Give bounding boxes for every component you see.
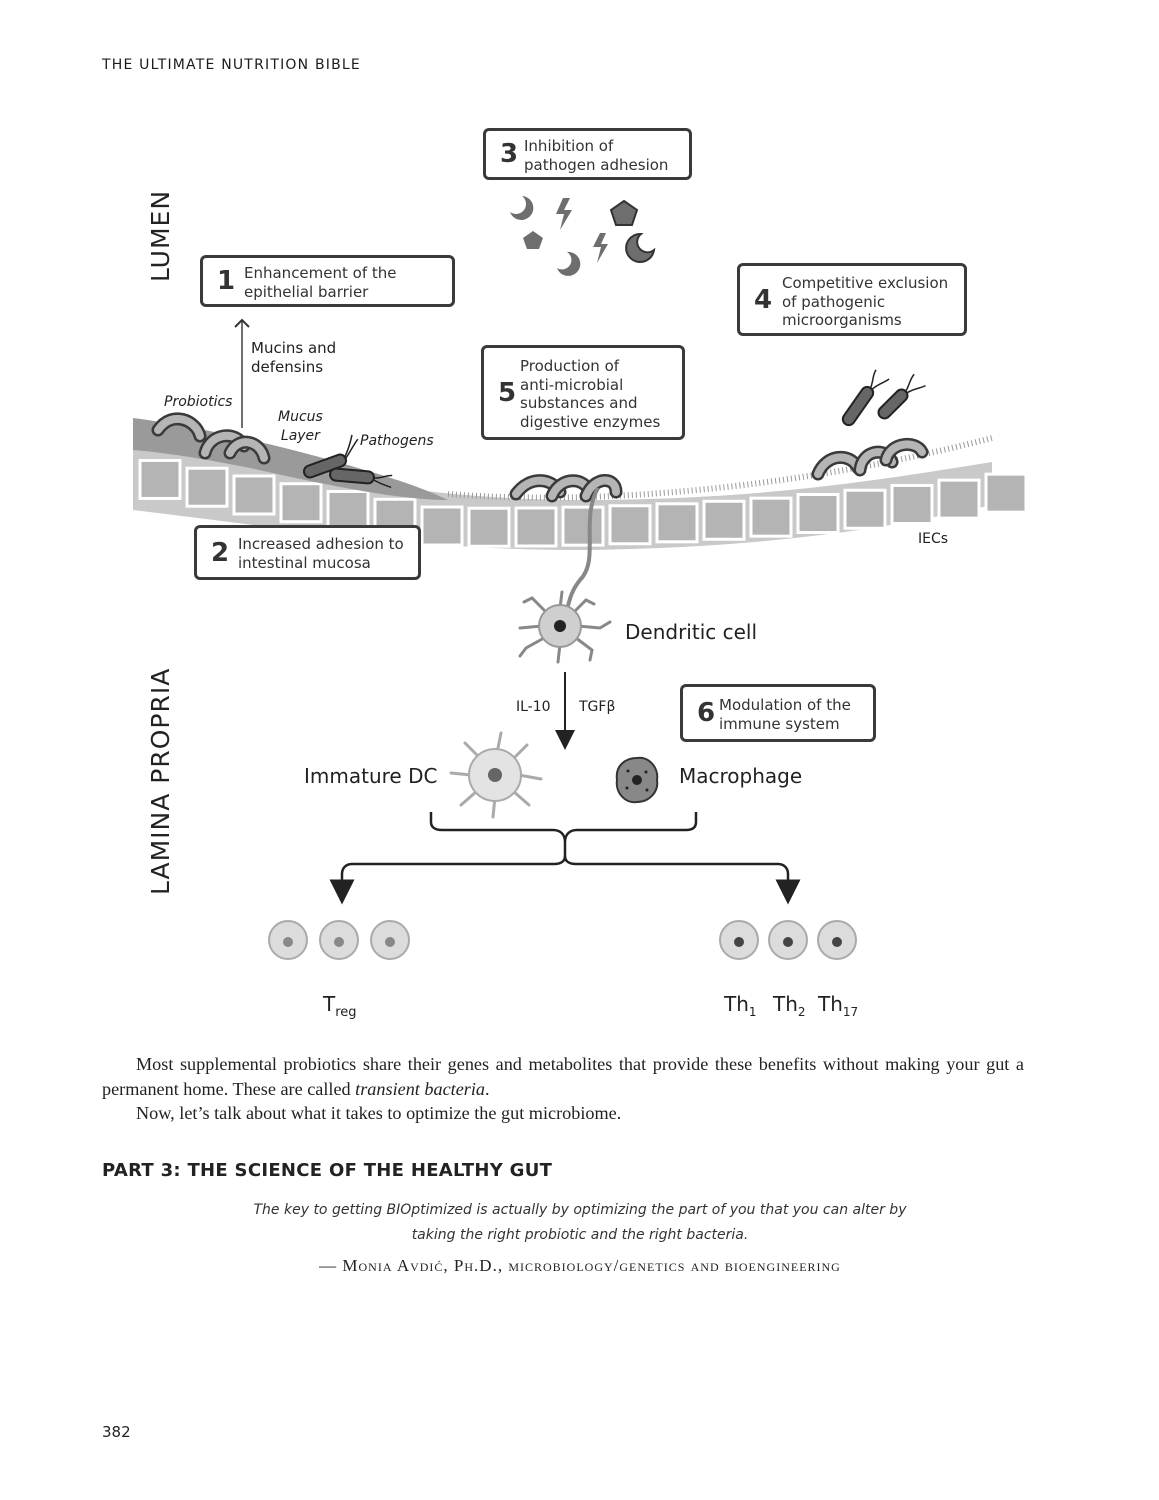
t-cells	[268, 920, 857, 960]
lineage-bracket	[329, 812, 801, 905]
box-5-text: Production of anti-microbial substances …	[520, 357, 661, 431]
dendritic-cell-graphic	[518, 590, 612, 664]
section-heading: PART 3: THE SCIENCE OF THE HEALTHY GUT	[102, 1160, 553, 1181]
th1-subscript: 1	[748, 1005, 757, 1019]
dendritic-cell-label: Dendritic cell	[625, 620, 758, 644]
box-3-pathogen-adhesion: 3 Inhibition of pathogen adhesion	[483, 128, 692, 180]
lamina-propria-label: LAMINA PROPRIA	[146, 667, 175, 895]
figure-graphics	[133, 196, 1028, 960]
pathogens-label: Pathogens	[360, 433, 434, 449]
box-4-competitive-exclusion: 4 Competitive exclusion of pathogenic mi…	[737, 263, 967, 336]
mucins-label: Mucins and defensins	[251, 339, 337, 376]
box-1-text: Enhancement of the epithelial barrier	[244, 264, 397, 301]
epithelial-cell	[185, 466, 229, 508]
th2-label: Th2	[773, 968, 806, 1019]
th2-subscript: 2	[797, 1005, 806, 1019]
p1-end: .	[485, 1078, 490, 1099]
epithelial-cell	[749, 496, 793, 538]
epithelial-cell	[702, 499, 746, 541]
p1-start: Most supplemental probiotics share their…	[102, 1054, 1024, 1099]
box-1-epithelial-barrier: 1 Enhancement of the epithelial barrier	[200, 255, 455, 307]
box-6-immune-modulation: 6 Modulation of the immune system	[680, 684, 876, 742]
epithelial-cell	[984, 472, 1028, 514]
th2-main: Th	[773, 992, 798, 1016]
box-5-number: 5	[498, 377, 517, 408]
immature-dc-label: Immature DC	[304, 764, 438, 788]
treg-label: Treg	[323, 968, 357, 1020]
paragraph-next: Now, let’s talk about what it takes to o…	[136, 1103, 622, 1123]
antimicrobial-shapes	[510, 196, 656, 276]
epithelium	[133, 418, 1028, 550]
epithelial-cell	[937, 478, 981, 520]
box-2-text: Increased adhesion to intestinal mucosa	[238, 535, 404, 572]
epithelial-cell	[138, 458, 182, 500]
macrophage-graphic	[615, 756, 659, 804]
running-head: THE ULTIMATE NUTRITION BIBLE	[102, 57, 361, 73]
epithelial-cell	[514, 506, 558, 548]
box-1-number: 1	[217, 266, 236, 296]
th1-main: Th	[724, 992, 749, 1016]
macrophage-label: Macrophage	[679, 764, 803, 788]
body-text: Most supplemental probiotics share their…	[102, 1052, 1024, 1126]
box-5-antimicrobial: 5 Production of anti-microbial substance…	[481, 345, 685, 440]
th17-subscript: 17	[842, 1005, 859, 1019]
probiotics-label: Probiotics	[164, 394, 233, 410]
box-4-number: 4	[754, 284, 773, 315]
epithelial-cell	[843, 488, 887, 530]
epigraph-quote: The key to getting BIOptimized is actual…	[253, 1202, 907, 1243]
tgfb-label: TGFβ	[579, 699, 616, 715]
gut-immune-figure: LUMEN LAMINA PROPRIA 1 Enhancement of th…	[133, 128, 1028, 1020]
epithelial-cell	[655, 502, 699, 544]
mucus-layer-label: Mucus Layer	[278, 409, 323, 444]
epithelial-cell	[467, 506, 511, 548]
th1-label: Th1	[724, 968, 757, 1019]
epithelial-cell	[279, 482, 323, 524]
epigraph-attribution: — Monia Avdić, Ph.D., microbiology/genet…	[319, 1256, 841, 1275]
pathogen-bacteria	[302, 369, 926, 489]
epithelial-cell	[232, 474, 276, 516]
immature-dc-graphic	[449, 731, 543, 819]
iecs-label: IECs	[918, 531, 949, 547]
box-6-text: Modulation of the immune system	[719, 696, 851, 733]
treg-subscript: reg	[335, 1005, 357, 1020]
epithelial-cell	[608, 504, 652, 546]
th17-main: Th	[818, 992, 843, 1016]
treg-main: T	[323, 992, 336, 1016]
box-2-number: 2	[211, 537, 230, 568]
box-6-number: 6	[697, 698, 716, 728]
box-2-mucosa-adhesion: 2 Increased adhesion to intestinal mucos…	[194, 525, 421, 580]
dendrite-process	[566, 487, 600, 607]
epithelial-cell	[796, 493, 840, 535]
lumen-label: LUMEN	[146, 189, 175, 282]
epithelial-cell	[890, 483, 934, 525]
box-3-number: 3	[500, 139, 519, 169]
page-number: 382	[102, 1423, 131, 1441]
box-4-text: Competitive exclusion of pathogenic micr…	[782, 274, 949, 329]
epithelial-cell	[420, 505, 464, 547]
paragraph-transient: Most supplemental probiotics share their…	[102, 1052, 1024, 1101]
p1-emphasis: transient bacteria	[355, 1078, 485, 1099]
il10-label: IL-10	[516, 699, 551, 715]
epithelial-cell	[326, 489, 370, 531]
probiotic-bacteria	[151, 412, 929, 503]
th17-label: Th17	[818, 968, 858, 1019]
box-3-text: Inhibition of pathogen adhesion	[524, 137, 669, 174]
epithelial-cell	[561, 505, 605, 547]
